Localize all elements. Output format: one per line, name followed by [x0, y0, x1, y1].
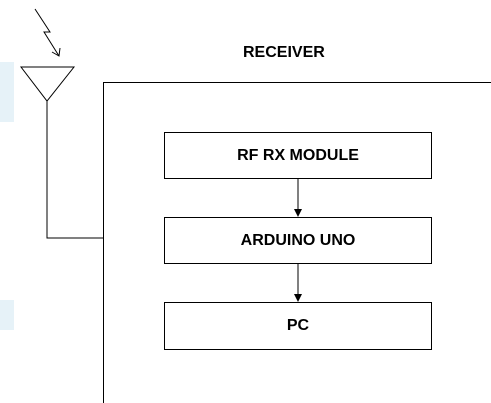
pc-block: PC: [164, 302, 432, 350]
receiver-title: RECEIVER: [243, 44, 325, 61]
block-label: RF RX MODULE: [237, 146, 359, 164]
antenna-icon: [19, 66, 76, 102]
left-edge-tint: [0, 62, 14, 122]
left-edge-tint: [0, 300, 14, 330]
arrowhead-rf-to-arduino: [294, 209, 302, 217]
arrowhead-arduino-to-pc: [294, 294, 302, 302]
block-label: ARDUINO UNO: [240, 231, 356, 249]
block-label: PC: [286, 317, 310, 334]
antenna-feed-line: [46, 101, 103, 239]
rf-rx-module-block: RF RX MODULE: [164, 132, 432, 179]
signal-arrowhead: [51, 47, 61, 57]
arduino-uno-block: ARDUINO UNO: [164, 217, 432, 264]
signal-icon: [34, 8, 60, 57]
receiver-frame: [103, 82, 491, 403]
